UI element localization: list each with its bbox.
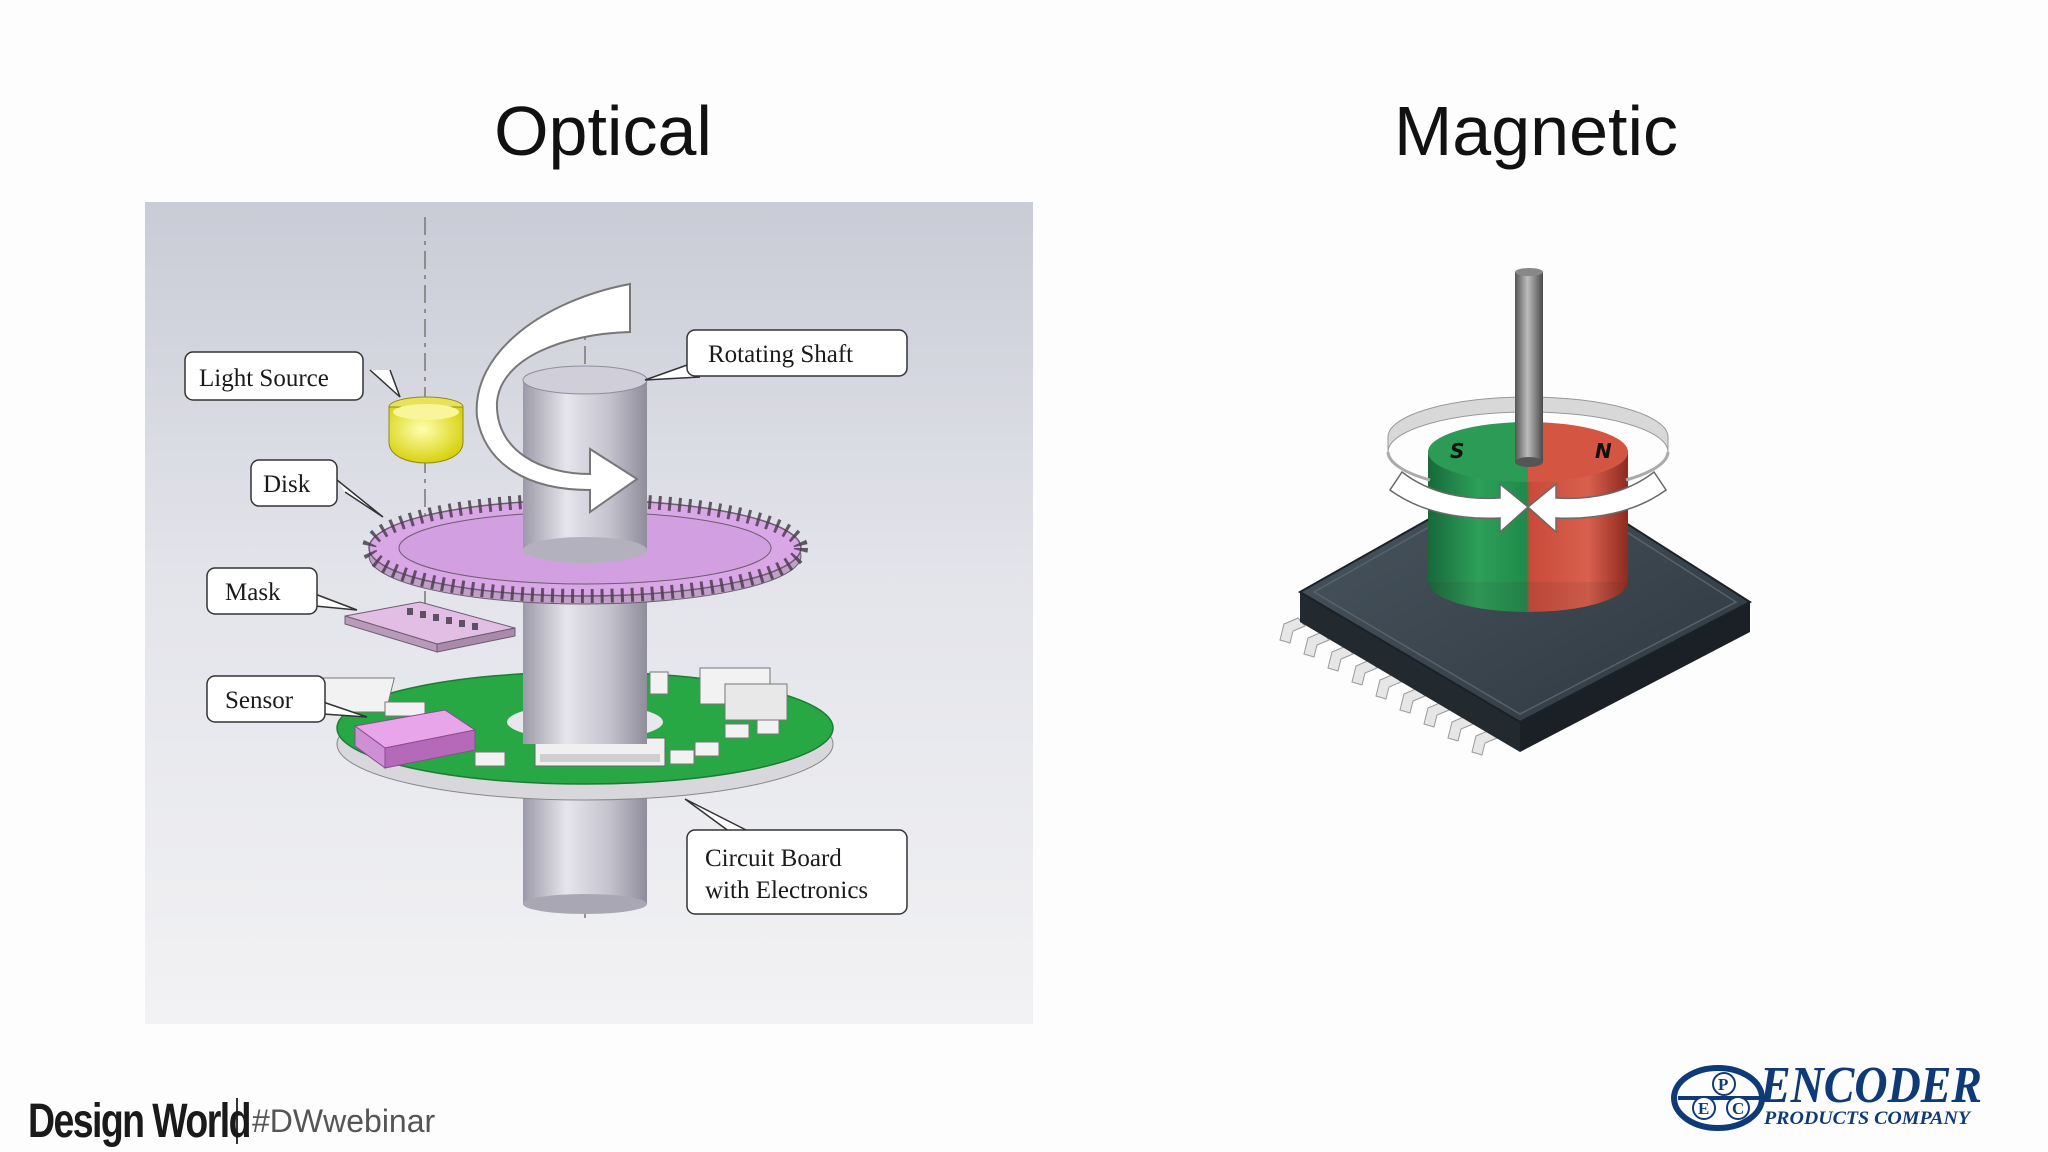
rotation-arrow xyxy=(475,282,639,514)
shaft-upper xyxy=(522,365,648,563)
epc-letter-c: C xyxy=(1732,1099,1744,1118)
magnetic-encoder-diagram: S N xyxy=(1279,268,1752,756)
mask-plate xyxy=(344,601,516,653)
callout-mask: Mask xyxy=(206,567,358,615)
epc-letter-p: P xyxy=(1718,1075,1728,1094)
optical-title: Optical xyxy=(494,92,712,170)
callout-disk: Disk xyxy=(250,459,384,518)
callout-sensor: Sensor xyxy=(206,675,368,723)
callout-rotating-shaft: Rotating Shaft xyxy=(644,329,908,381)
optical-encoder-diagram: Light Source Rotating Shaft Disk Mask Se… xyxy=(145,202,1033,1024)
pole-label-south: S xyxy=(1450,439,1464,463)
epc-monogram-icon: P E C xyxy=(1671,1065,1765,1131)
label-circuit-board-line1: Circuit Board xyxy=(705,845,842,872)
light-source-bulb xyxy=(388,396,464,464)
epc-tagline: PRODUCTS COMPANY xyxy=(1763,1108,1973,1129)
chip-pins xyxy=(1279,617,1498,756)
design-world-logo: Design World xyxy=(28,1094,251,1148)
label-disk: Disk xyxy=(263,471,311,498)
pole-label-north: N xyxy=(1595,439,1612,463)
label-rotating-shaft: Rotating Shaft xyxy=(708,341,853,368)
footer-branding: Design World #DWwebinar xyxy=(28,1093,435,1149)
shaft-rod xyxy=(1515,268,1543,467)
callout-circuit-board: Circuit Board with Electronics xyxy=(684,798,908,915)
rotation-arrows xyxy=(1388,470,1668,534)
magnet-ring xyxy=(1386,396,1670,482)
encoder-products-logo: P E C ENCODER PRODUCTS COMPANY xyxy=(1671,1057,1982,1131)
footer-divider xyxy=(236,1098,238,1144)
sensor-chip xyxy=(353,709,477,769)
label-circuit-board-line2: with Electronics xyxy=(705,877,868,904)
label-mask: Mask xyxy=(225,579,281,606)
magnetic-title: Magnetic xyxy=(1393,92,1679,170)
epc-letter-e: E xyxy=(1698,1099,1709,1118)
callout-light-source: Light Source xyxy=(184,351,401,401)
epc-name: ENCODER xyxy=(1759,1057,1982,1114)
webinar-hashtag: #DWwebinar xyxy=(252,1102,436,1139)
label-light-source: Light Source xyxy=(199,365,329,392)
label-sensor: Sensor xyxy=(225,687,294,714)
